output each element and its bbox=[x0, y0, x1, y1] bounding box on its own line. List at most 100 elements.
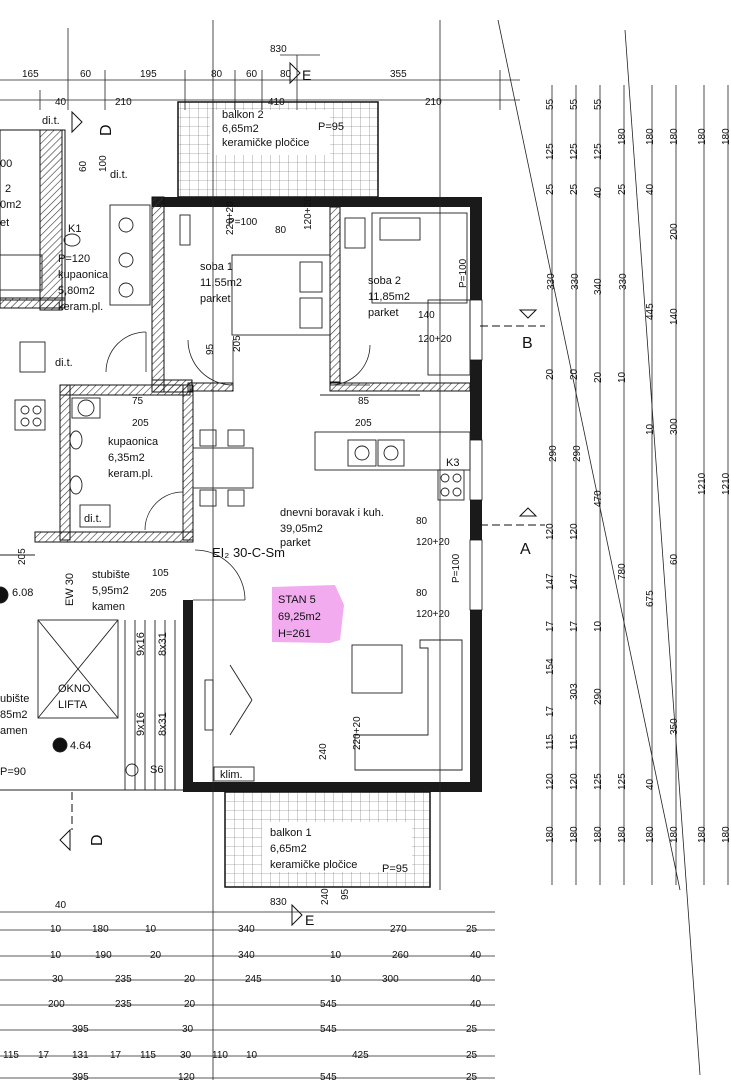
room-kupaonica-floor: keram.pl. bbox=[108, 468, 153, 480]
rdim-c4-7: 180 bbox=[617, 826, 628, 843]
bdim-r6-5: 115 bbox=[140, 1050, 156, 1061]
idim-23: 60 bbox=[78, 160, 89, 172]
rdim-c8-1: 180 bbox=[721, 128, 731, 145]
bdim-r6-2: 17 bbox=[38, 1050, 50, 1061]
bdim-r1-7: 25 bbox=[466, 924, 478, 935]
dim-top-total: 830 bbox=[270, 44, 287, 55]
stairwell bbox=[0, 554, 183, 791]
rdim-c1-5: 20 bbox=[545, 368, 556, 380]
bdim-r6-7: 110 bbox=[212, 1050, 228, 1061]
rdim-c2-11: 115 bbox=[569, 734, 580, 750]
partial-text-4: et bbox=[0, 217, 9, 229]
rdim-c1-6: 290 bbox=[548, 445, 559, 462]
rdim-c2-12: 120 bbox=[569, 773, 580, 790]
rdim-c4-2: 25 bbox=[617, 183, 628, 195]
k1-label: K1 bbox=[68, 223, 81, 235]
bdim-r2-3: 20 bbox=[150, 950, 162, 961]
section-marker-e-top: E bbox=[289, 61, 311, 85]
stair-8x31-b: 8x31 bbox=[157, 712, 169, 736]
section-d-label-bottom: D bbox=[89, 834, 106, 846]
rdim-c1-7: 120 bbox=[545, 523, 556, 540]
rdim-c3-8: 290 bbox=[593, 688, 604, 705]
room-balkon-2-floor: keramičke pločice bbox=[222, 137, 309, 149]
rdim-c2-6: 290 bbox=[572, 445, 583, 462]
bdim-r1-4: 10 bbox=[145, 924, 157, 935]
room-dnevni-area: 39,05m2 bbox=[280, 523, 323, 535]
rdim-c6-5: 60 bbox=[669, 553, 680, 565]
bdim-r5-3: 545 bbox=[320, 1024, 337, 1035]
idim-21: 205 bbox=[17, 548, 28, 565]
dim-top-6: 80 bbox=[280, 69, 292, 80]
rdim-c5-1: 180 bbox=[645, 128, 656, 145]
idim-25: 240 bbox=[320, 888, 331, 905]
idim-22: 100 bbox=[98, 155, 109, 172]
p95-top: P=95 bbox=[318, 121, 344, 133]
ew30-label: EW 30 bbox=[64, 573, 76, 606]
bdim-r4-2: 235 bbox=[115, 999, 132, 1010]
bdim-r1-5: 340 bbox=[238, 924, 255, 935]
rdim-c6-6: 350 bbox=[669, 718, 680, 735]
stair-9x16-b: 9x16 bbox=[135, 712, 147, 736]
idim-15: 80 bbox=[416, 588, 428, 599]
rdim-c7-1: 180 bbox=[697, 128, 708, 145]
fire-rating-label: EI₂ 30-C-Sm bbox=[212, 545, 285, 560]
rdim-c1-4: 330 bbox=[546, 273, 557, 290]
level-4-64: 4.64 bbox=[70, 740, 91, 752]
bdim-r3-6: 300 bbox=[382, 974, 399, 985]
bdim-r1-6: 270 bbox=[390, 924, 407, 935]
dit-label-1: di.t. bbox=[110, 169, 128, 181]
rdim-c3-2: 125 bbox=[593, 143, 604, 160]
bdim-r2-2: 190 bbox=[95, 950, 112, 961]
idim-5: 95 bbox=[205, 343, 216, 355]
rdim-c1-13: 120 bbox=[545, 773, 556, 790]
s6-label: S6 bbox=[150, 764, 163, 776]
rdim-c1-12: 115 bbox=[545, 734, 556, 750]
idim-6: 205 bbox=[232, 335, 243, 352]
section-b-marker: B bbox=[480, 309, 545, 352]
rdim-c4-6: 125 bbox=[617, 773, 628, 790]
room-kupaonica-top-area: 5,80m2 bbox=[58, 285, 95, 297]
rdim-c1-3: 25 bbox=[545, 183, 556, 195]
section-marker-d-bottom: D bbox=[59, 792, 106, 852]
dim-top-2: 60 bbox=[80, 69, 92, 80]
bdim-r3-2: 235 bbox=[115, 974, 132, 985]
room-dnevni-floor: parket bbox=[280, 537, 311, 549]
section-a-marker: A bbox=[480, 507, 545, 558]
balcony-1 bbox=[224, 791, 431, 888]
partial-text-7: amen bbox=[0, 725, 28, 737]
rdim-c6-2: 200 bbox=[669, 223, 680, 240]
section-e-label-bottom: E bbox=[305, 912, 314, 928]
section-marker-d-top: D bbox=[71, 110, 115, 136]
rdim-c2-9: 17 bbox=[569, 620, 580, 632]
bdim-r2-4: 340 bbox=[238, 950, 255, 961]
dining-set bbox=[192, 429, 254, 507]
apartment-name: STAN 5 bbox=[278, 594, 316, 606]
bdim-r3-4: 245 bbox=[245, 974, 262, 985]
rdim-c2-4: 330 bbox=[570, 273, 581, 290]
rdim-c5-4: 10 bbox=[645, 423, 656, 435]
bottom-dimension-lines bbox=[0, 20, 495, 1080]
idim-24: 95 bbox=[340, 888, 351, 900]
top-dimensions bbox=[0, 28, 520, 110]
rdim-c1-1: 55 bbox=[545, 98, 556, 110]
bdim-r3-5: 10 bbox=[330, 974, 342, 985]
room-okno-line1: OKNO bbox=[58, 683, 91, 695]
right-dimension-lines bbox=[439, 19, 729, 1076]
idim-16: 120+20 bbox=[416, 609, 450, 620]
rdim-c2-5: 20 bbox=[569, 368, 580, 380]
idim-4: 120+20 bbox=[303, 196, 314, 230]
kitchen-counter bbox=[314, 394, 471, 501]
bdim-r3-3: 20 bbox=[184, 974, 196, 985]
room-kupaonica-top-name: kupaonica bbox=[58, 269, 109, 281]
room-soba-1-floor: parket bbox=[200, 293, 231, 305]
idim-p100-b: P=100 bbox=[451, 553, 462, 583]
room-balkon-1-area: 6,65m2 bbox=[270, 843, 307, 855]
room-soba-1-area: 11,55m2 bbox=[200, 277, 242, 289]
bdim-r7-2: 120 bbox=[178, 1072, 195, 1080]
dim-top-5: 60 bbox=[246, 69, 258, 80]
idim-12: 120+20 bbox=[418, 334, 452, 345]
room-balkon-1-name: balkon 1 bbox=[270, 827, 312, 839]
bdim-r7-1: 395 bbox=[72, 1072, 89, 1080]
section-marker-e-bottom: E bbox=[291, 903, 314, 928]
rdim-c5-2: 40 bbox=[645, 183, 656, 195]
